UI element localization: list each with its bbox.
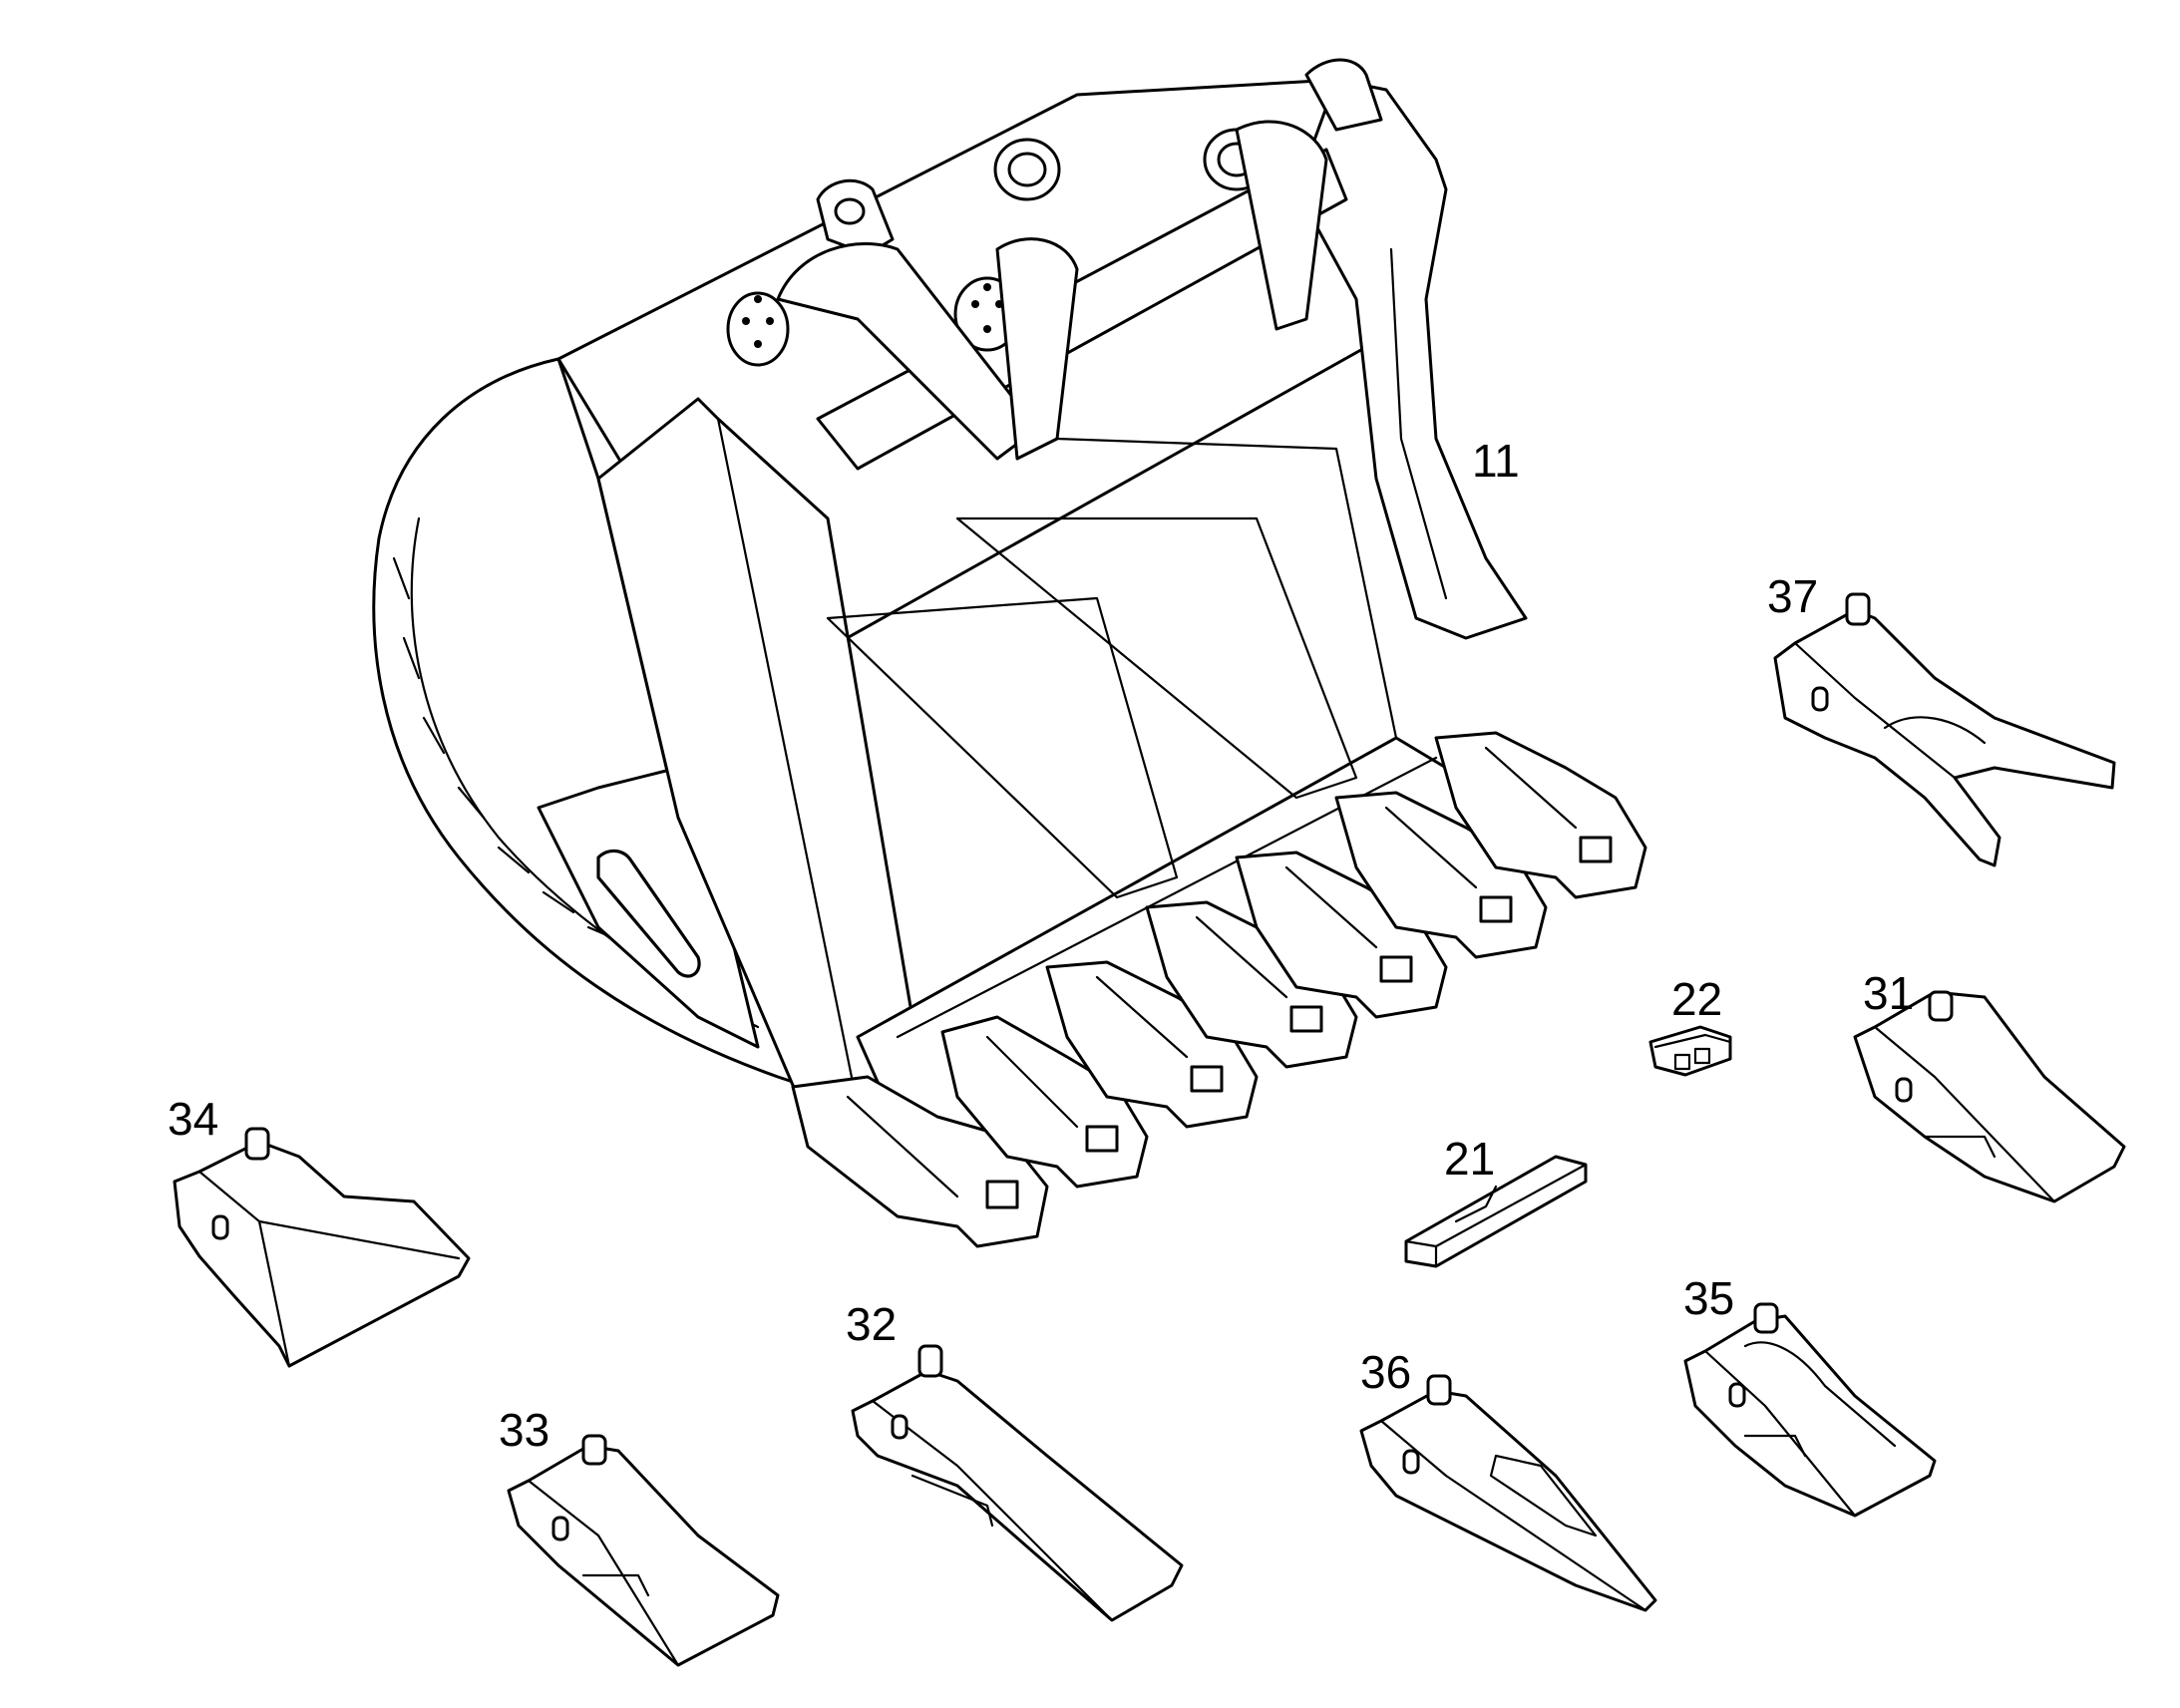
- part-31-tooth: [1853, 990, 2126, 1203]
- callout-34: 34: [168, 1093, 218, 1145]
- part-32-tooth: [851, 1344, 1184, 1622]
- callout-33: 33: [499, 1404, 549, 1456]
- bucket-assembly: [372, 58, 1647, 1248]
- part-36-tooth: [1359, 1374, 1657, 1612]
- callout-37: 37: [1767, 570, 1818, 622]
- part-33-tooth: [507, 1434, 780, 1667]
- callout-22: 22: [1671, 973, 1722, 1025]
- callout-11: 11: [1472, 435, 1520, 487]
- callout-35: 35: [1683, 1272, 1734, 1324]
- part-22-lock: [1648, 1025, 1732, 1077]
- part-35-tooth: [1683, 1302, 1937, 1518]
- part-37-tooth: [1773, 592, 2116, 867]
- bucket-teeth-row: [791, 731, 1647, 1248]
- part-34-tooth: [173, 1127, 471, 1368]
- callout-32: 32: [846, 1298, 897, 1350]
- mounting-ears: [726, 58, 1383, 461]
- callout-36: 36: [1360, 1346, 1411, 1398]
- callout-31: 31: [1863, 967, 1914, 1019]
- callout-21: 21: [1444, 1133, 1495, 1185]
- part-21-pin: [1404, 1155, 1588, 1268]
